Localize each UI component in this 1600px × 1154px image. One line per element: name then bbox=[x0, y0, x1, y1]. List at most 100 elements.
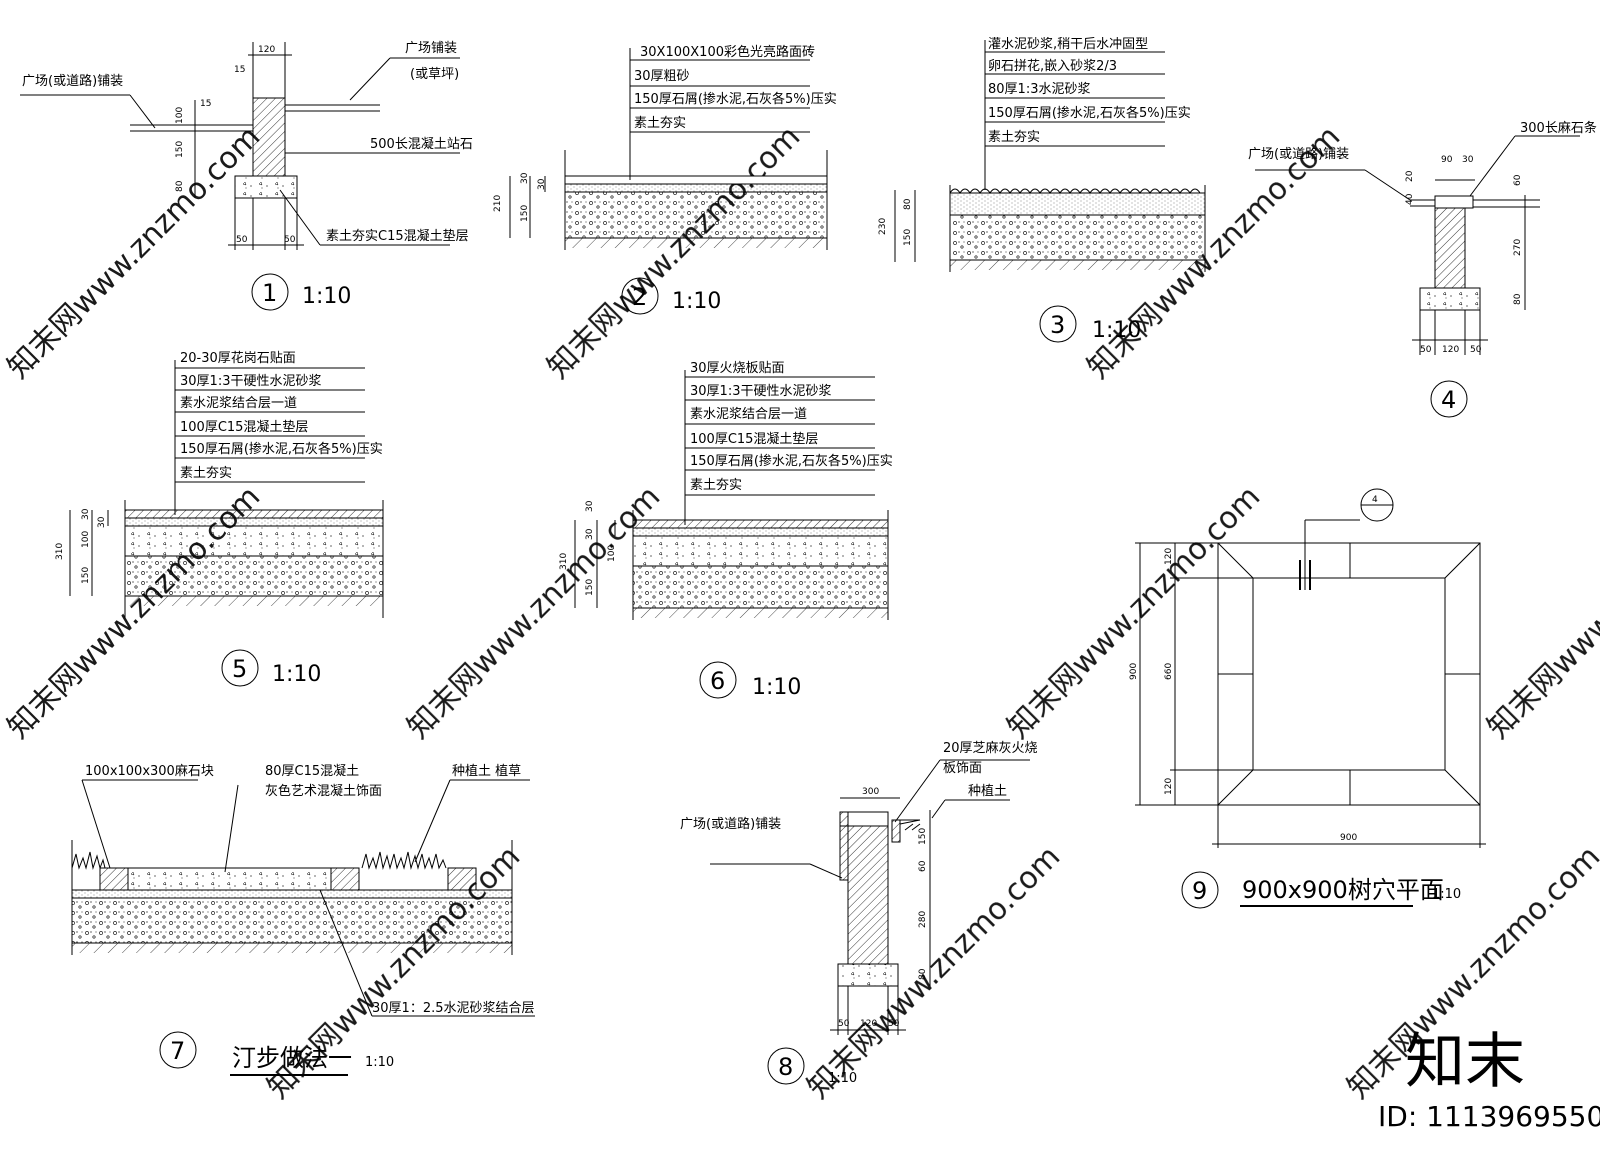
dim-text: 210 bbox=[493, 195, 503, 212]
detail-scale: 1:10 bbox=[752, 675, 801, 700]
dim-text: 660 bbox=[1164, 663, 1174, 680]
detail-number: 8 bbox=[778, 1053, 793, 1081]
dim-text: 50 bbox=[236, 235, 248, 245]
dim-text: 40 bbox=[1405, 193, 1415, 205]
layer-label: 30厚粗砂 bbox=[634, 69, 690, 84]
dim-text: 150 bbox=[918, 828, 928, 845]
layer-label: 素水泥浆结合层一道 bbox=[690, 407, 807, 422]
detail-number: 1 bbox=[262, 279, 277, 307]
detail-3-pebble-section: 灌水泥砂浆,稍干后水冲固型 卵石拼花,嵌入砂浆2/3 80厚1:3水泥砂浆 15… bbox=[878, 37, 1206, 343]
layer-label: 30厚1:3干硬性水泥砂浆 bbox=[690, 384, 831, 399]
layer-label: 20-30厚花岗石贴面 bbox=[180, 350, 296, 366]
detail-number: 4 bbox=[1441, 386, 1456, 414]
detail-scale: 1:10 bbox=[302, 284, 351, 309]
layer-label: 100厚C15混凝土垫层 bbox=[690, 431, 818, 447]
detail-scale: 1:10 bbox=[1432, 887, 1461, 902]
detail-number: 5 bbox=[232, 655, 247, 683]
layer-label: 30厚1:3干硬性水泥砂浆 bbox=[180, 374, 321, 389]
detail-number: 7 bbox=[170, 1037, 185, 1065]
detail-scale: 1:10 bbox=[1092, 318, 1141, 343]
dim-text: 280 bbox=[918, 911, 928, 928]
dim-text: 120 bbox=[1164, 778, 1174, 795]
layer-label: 素土夯实 bbox=[180, 466, 232, 481]
detail-number-circle bbox=[767, 1047, 805, 1085]
detail-1-curb-section: 120 15 15 100 150 80 50 50 广场铺装 (或草坪) 广场… bbox=[20, 41, 473, 311]
pebble-row bbox=[949, 188, 1201, 194]
dim-text: 50 bbox=[1470, 345, 1482, 355]
layer-label: 150厚石屑(掺水泥,石灰各5%)压实 bbox=[988, 105, 1191, 121]
dim-text: 60 bbox=[1513, 174, 1523, 186]
dim-text: 120 bbox=[860, 1019, 877, 1029]
detail-number-circle bbox=[221, 649, 259, 687]
layer-label: 80厚1:3水泥砂浆 bbox=[988, 82, 1090, 97]
dim-text: 150 bbox=[81, 567, 91, 584]
brand-logo: 知末 bbox=[1405, 1027, 1525, 1097]
layer-label: 素土夯实 bbox=[634, 116, 686, 131]
image-id-label: ID: 1113969550 bbox=[1378, 1100, 1600, 1133]
dim-text: 30 bbox=[97, 516, 107, 528]
dim-text: 900 bbox=[1340, 833, 1357, 843]
dim-text: 20 bbox=[1405, 170, 1415, 182]
dim-text: 60 bbox=[918, 860, 928, 872]
detail-number: 6 bbox=[710, 667, 725, 695]
detail-5-granite-section: 20-30厚花岗石贴面 30厚1:3干硬性水泥砂浆 素水泥浆结合层一道 100厚… bbox=[55, 350, 384, 687]
dim-text: 120 bbox=[1442, 345, 1459, 355]
layer-label: 100厚C15混凝土垫层 bbox=[180, 419, 308, 435]
layer-label: 150厚石屑(掺水泥,石灰各5%)压实 bbox=[634, 91, 837, 107]
detail-number-circle bbox=[1039, 305, 1077, 343]
detail-scale: 1:10 bbox=[365, 1055, 394, 1070]
detail-scale: 1:10 bbox=[672, 289, 721, 314]
dim-text: 150 bbox=[175, 141, 185, 158]
dim-text: 120 bbox=[258, 45, 275, 55]
dim-text: 150 bbox=[585, 579, 595, 596]
layer-label: 150厚石屑(掺水泥,石灰各5%)压实 bbox=[690, 453, 893, 469]
dim-text: 50 bbox=[284, 235, 296, 245]
dim-text: 50 bbox=[888, 1019, 900, 1029]
detail-number-circle bbox=[1181, 871, 1219, 909]
dim-text: 300 bbox=[862, 787, 879, 797]
dim-text: 30 bbox=[585, 500, 595, 512]
dim-text: 310 bbox=[559, 553, 569, 570]
detail-title: 汀步做法一 bbox=[232, 1044, 352, 1072]
dim-text: 230 bbox=[878, 218, 888, 235]
label: 80厚C15混凝土 bbox=[265, 763, 359, 779]
dim-text: 900 bbox=[1129, 663, 1139, 680]
dim-text: 270 bbox=[1513, 239, 1523, 256]
detail-6-flamed-granite-section: 30厚火烧板贴面 30厚1:3干硬性水泥砂浆 素水泥浆结合层一道 100厚C15… bbox=[559, 361, 893, 700]
detail-4-granite-edge: 广场(或道路)铺装 300长麻石条 90 30 20 40 60 270 80 … bbox=[1248, 120, 1597, 418]
layer-label: 30厚火烧板贴面 bbox=[690, 361, 785, 376]
label: 种植土 bbox=[968, 784, 1007, 799]
label: 板饰面 bbox=[943, 761, 982, 776]
dim-text: 30 bbox=[520, 172, 530, 184]
dim-text: 15 bbox=[200, 99, 211, 109]
label: 广场(或道路)铺装 bbox=[680, 816, 781, 832]
detail-scale: 1:10 bbox=[272, 662, 321, 687]
dim-text: 15 bbox=[234, 65, 245, 75]
layer-label: 灌水泥砂浆,稍干后水冲固型 bbox=[988, 37, 1148, 52]
watermark-text: 知末网www.znzmo.com bbox=[541, 119, 807, 385]
label: 300长麻石条 bbox=[1520, 120, 1597, 136]
label: 种植土 植草 bbox=[452, 764, 521, 779]
label: 广场铺装 bbox=[405, 41, 457, 56]
label: 广场(或道路)铺装 bbox=[1248, 146, 1349, 162]
detail-number-circle bbox=[251, 273, 289, 311]
dim-text: 50 bbox=[1420, 345, 1432, 355]
label: 素土夯实C15混凝土垫层 bbox=[326, 228, 469, 244]
detail-number: 2 bbox=[632, 283, 647, 311]
detail-number-circle bbox=[699, 661, 737, 699]
label: (或草坪) bbox=[410, 67, 459, 82]
detail-number: 3 bbox=[1050, 311, 1065, 339]
detail-number-circle bbox=[1430, 380, 1468, 418]
detail-2-paver-section: 30X100X100彩色光亮路面砖 30厚粗砂 150厚石屑(掺水泥,石灰各5%… bbox=[493, 44, 837, 315]
label: 30厚1：2.5水泥砂浆结合层 bbox=[372, 1001, 535, 1016]
detail-9-tree-pit-plan: 4 900 120 660 120 900 9 900x900树穴平面 1:10 bbox=[1129, 488, 1486, 909]
dim-text: 30 bbox=[537, 178, 547, 190]
layer-label: 150厚石屑(掺水泥,石灰各5%)压实 bbox=[180, 441, 383, 457]
dim-text: 30 bbox=[81, 508, 91, 520]
detail-scale: 1:10 bbox=[828, 1071, 857, 1086]
dim-text: 150 bbox=[520, 205, 530, 222]
watermark-text: 知末网www.znzmo.com bbox=[401, 479, 667, 745]
label: 20厚芝麻灰火烧 bbox=[943, 740, 1038, 756]
detail-number: 9 bbox=[1192, 877, 1207, 905]
